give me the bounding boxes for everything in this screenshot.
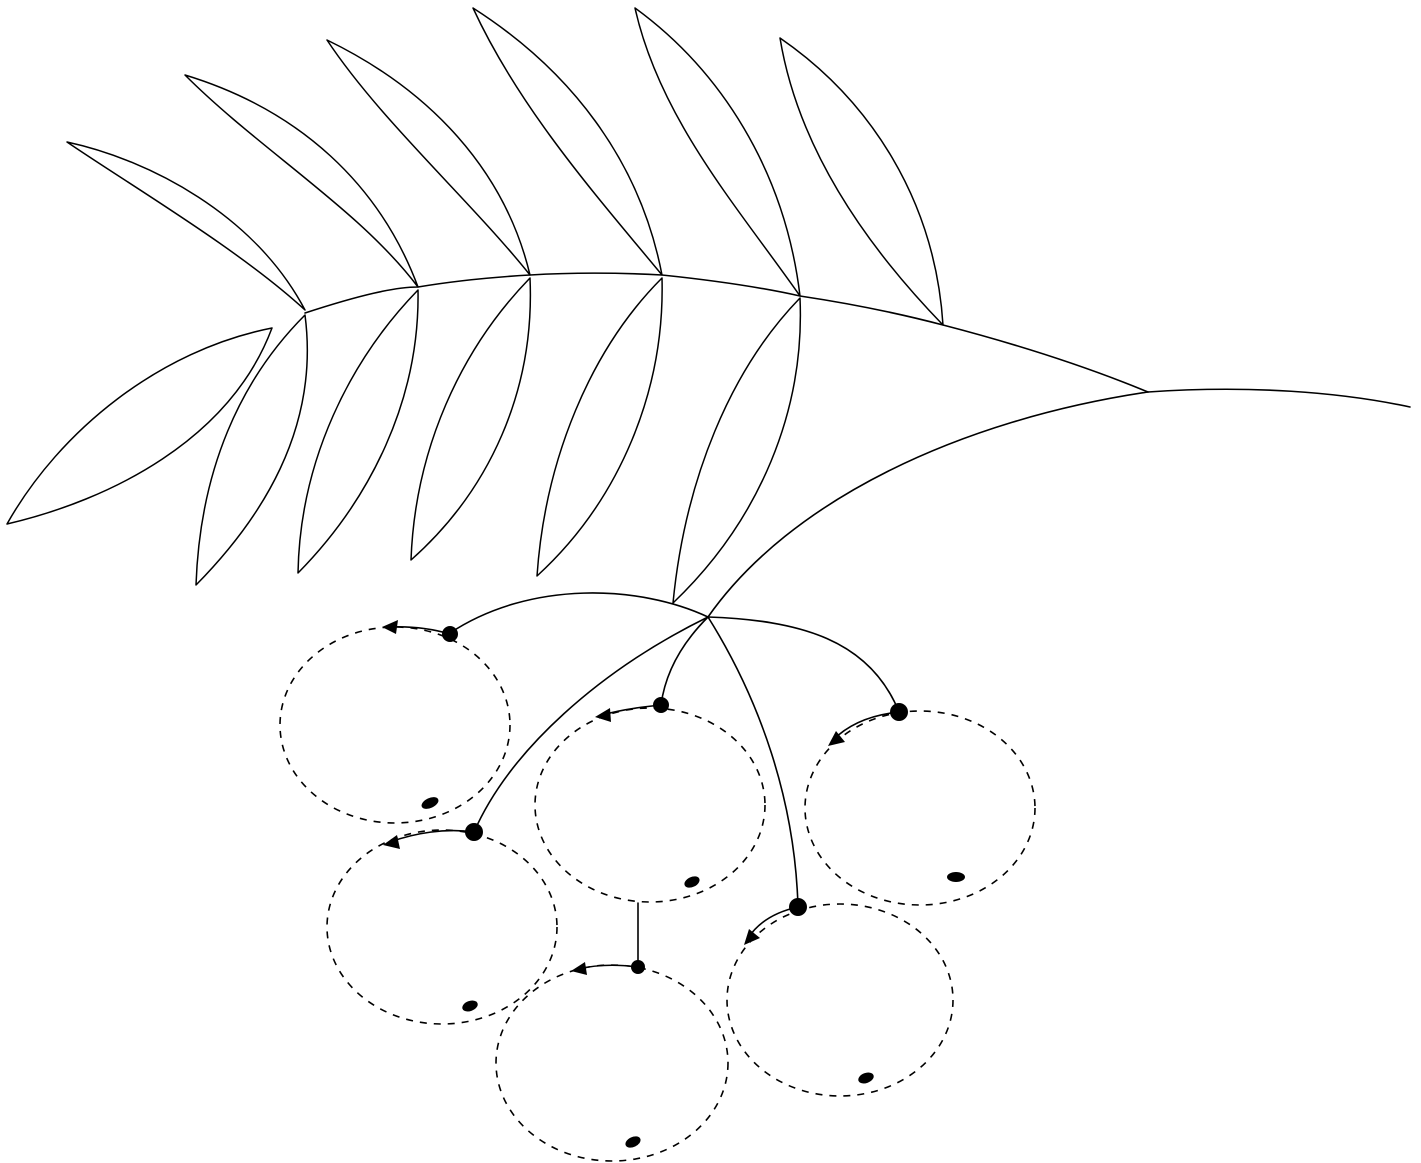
lower-leaflet-1 [7,328,272,524]
calyx-mark [683,874,702,890]
arrowhead [571,962,587,975]
calyx-mark [624,1134,643,1150]
lower-leaflet-6 [673,298,800,603]
leaf-rachis [305,273,1148,392]
rotation-arrow [388,627,450,634]
upper-leaflet-6 [780,38,943,325]
lower-leaflet-5 [537,278,662,576]
arrowhead [382,620,398,634]
upper-leaflet-4 [473,8,662,275]
attachment-dots [442,626,908,974]
peduncle [708,392,1148,617]
pedicels [450,593,899,967]
compound-leaf [7,8,1148,603]
berry-lower-right [727,904,953,1096]
pedicel-center [661,617,708,705]
calyx-mark [420,795,441,812]
pedicel-top-left [450,593,708,633]
calyx-marks [420,795,965,1150]
calyx-mark [947,872,965,882]
rotation-arrows [382,620,899,975]
arrowhead [828,731,845,746]
berry-bottom [496,965,728,1161]
upper-leaflet-5 [635,8,800,296]
pedicel-lower-left [474,617,708,832]
branch-stem-right [1148,389,1410,407]
arrowhead [595,708,611,722]
lower-leaflet-4 [411,278,530,560]
upper-leaflet-3 [327,40,530,275]
upper-leaflet-2 [185,75,418,287]
rotation-arrow [390,831,474,842]
pedicel-right [708,617,899,712]
rotation-arrow [578,965,638,969]
rotation-arrow [833,712,899,740]
lower-leaflet-2 [196,315,307,585]
calyx-mark [857,1071,875,1086]
upper-leaflet-1 [67,142,305,310]
berry-lower-left [327,830,557,1024]
berry-center [535,708,765,902]
calyx-mark [461,999,479,1014]
lower-leaflet-3 [298,290,418,573]
berry-top-left [280,627,510,823]
